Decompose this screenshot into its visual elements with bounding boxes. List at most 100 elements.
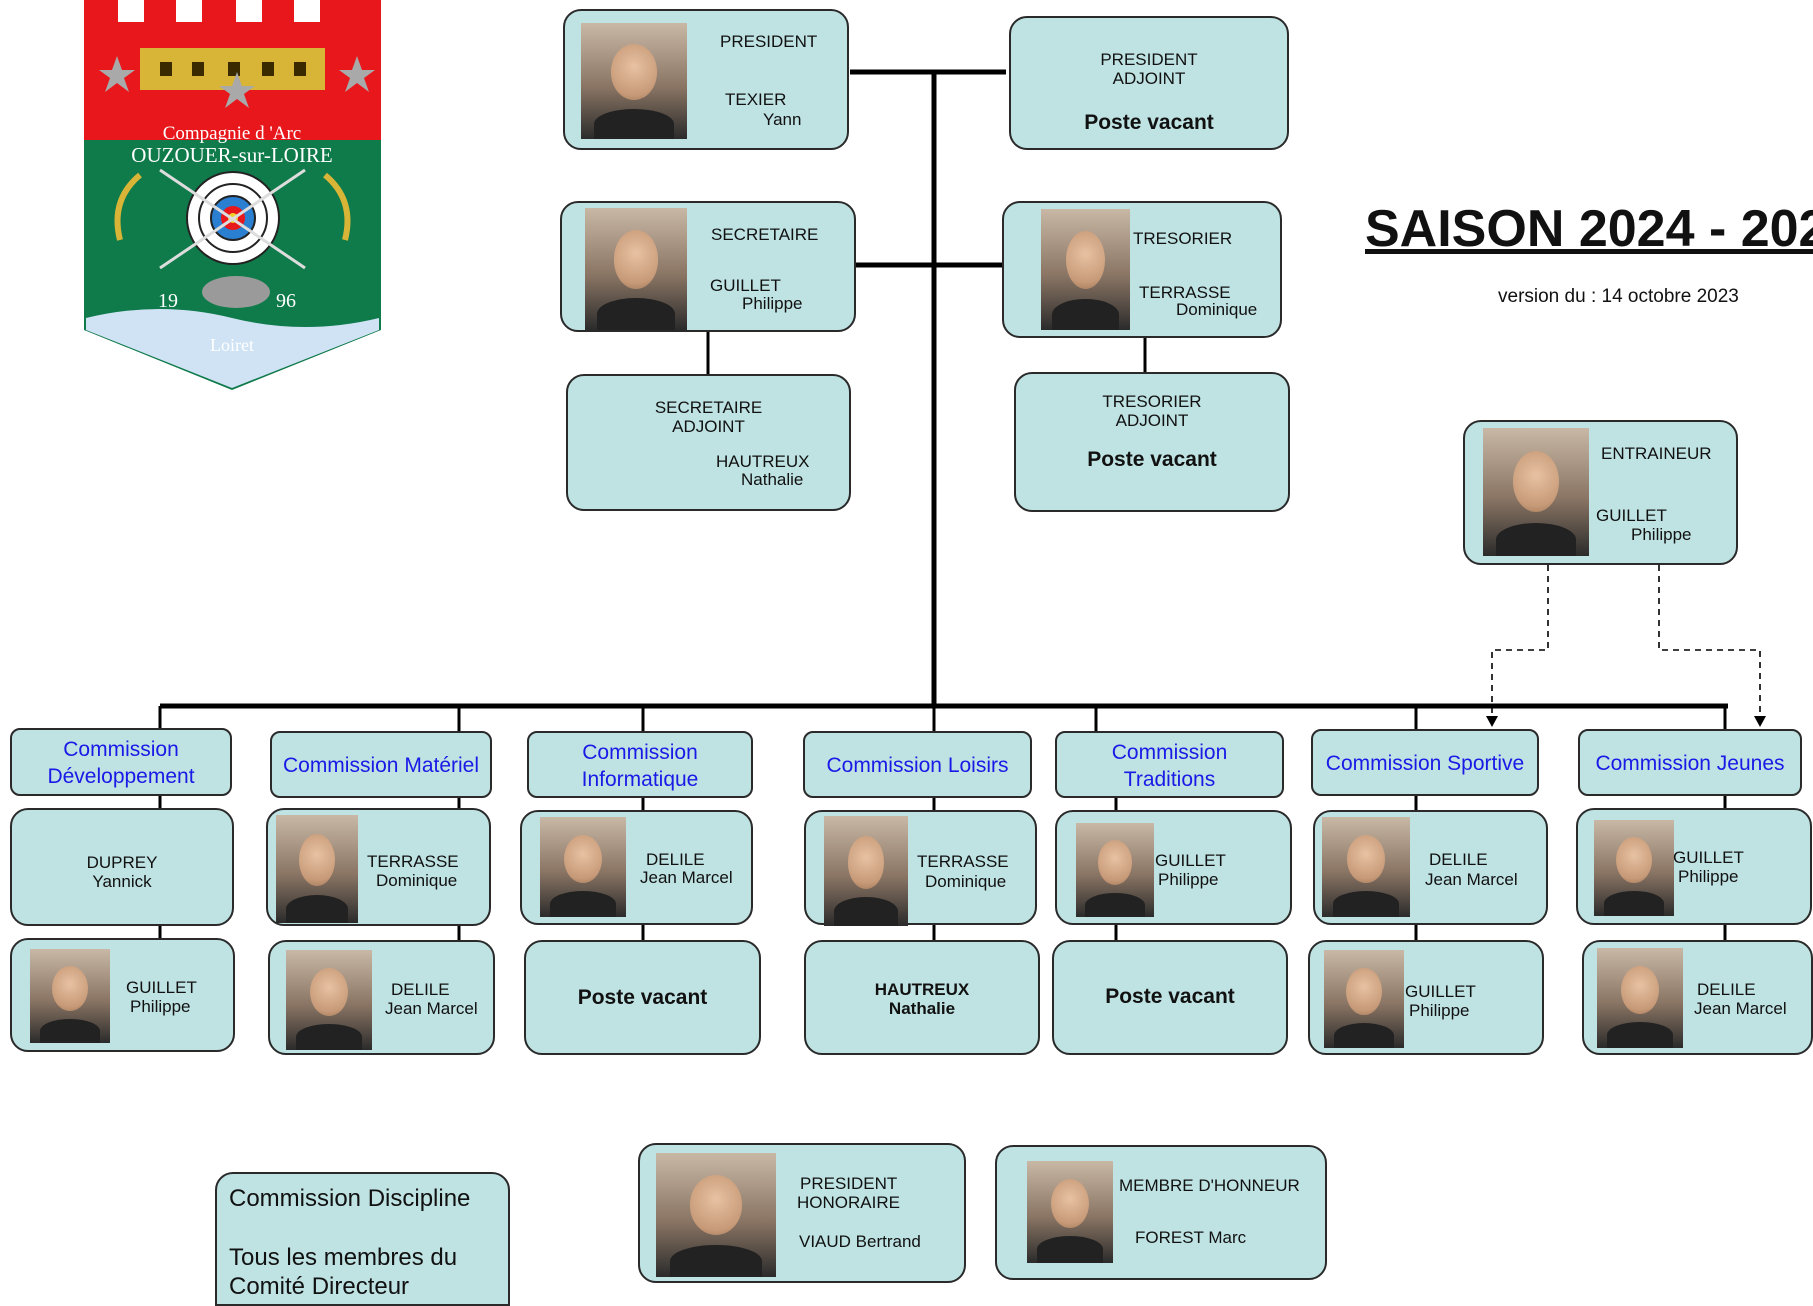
member-status: Poste vacant — [577, 986, 708, 1009]
entraineur-first-name: Philippe — [1631, 525, 1692, 544]
secretaire-adjoint-last-name: HAUTREUX — [716, 452, 810, 471]
tresorier-adjoint-role-line2: ADJOINT — [1115, 411, 1189, 430]
member-photo — [276, 815, 358, 923]
president-role: PRESIDENT — [720, 32, 818, 51]
secretaire-box: SECRETAIRE GUILLET Philippe — [560, 201, 856, 332]
member-photo — [30, 949, 110, 1043]
honoraire-role-line2: HONORAIRE — [797, 1193, 900, 1212]
member-card: DELILE Jean Marcel — [1313, 810, 1548, 925]
entraineur-last-name: GUILLET — [1596, 506, 1667, 525]
crest-year-left: 19 — [158, 290, 178, 312]
tresorier-first-name: Dominique — [1176, 300, 1258, 319]
member-first-name: Nathalie — [888, 999, 956, 1018]
secretaire-adjoint-first-name: Nathalie — [741, 470, 804, 489]
member-last-name: GUILLET — [1673, 848, 1744, 867]
member-card: Poste vacant — [1052, 940, 1288, 1055]
member-first-name: Jean Marcel — [640, 868, 733, 887]
member-card: DELILE Jean Marcel — [268, 940, 495, 1055]
season-title: SAISON 2024 - 202 — [1365, 200, 1813, 258]
commission-traditions-header: Commission Traditions — [1055, 731, 1284, 798]
president-first-name: Yann — [763, 110, 802, 129]
commission-title-line1: Commission — [1111, 741, 1228, 764]
member-first-name: Jean Marcel — [1694, 999, 1787, 1018]
member-photo — [1076, 823, 1154, 917]
member-card: GUILLET Philippe — [10, 938, 235, 1052]
president-honoraire-box: PRESIDENT HONORAIRE VIAUD Bertrand — [638, 1143, 966, 1283]
member-first-name: Dominique — [925, 872, 1007, 891]
president-adjoint-box: PRESIDENT ADJOINT Poste vacant — [1009, 16, 1289, 150]
commission-title-line2: Développement — [47, 765, 195, 788]
tresorier-adjoint-box: TRESORIER ADJOINT Poste vacant — [1014, 372, 1290, 512]
member-first-name: Yannick — [92, 872, 152, 891]
member-last-name: TERRASSE — [917, 852, 1009, 871]
secretaire-role: SECRETAIRE — [711, 225, 819, 244]
member-status: Poste vacant — [1105, 985, 1235, 1008]
member-first-name: Dominique — [376, 871, 458, 890]
member-card: GUILLET Philippe — [1055, 810, 1292, 925]
member-first-name: Jean Marcel — [1425, 870, 1518, 889]
member-card: GUILLET Philippe — [1576, 808, 1812, 925]
member-first-name: Philippe — [130, 997, 191, 1016]
member-photo — [1324, 950, 1404, 1048]
membre-honneur-photo — [1027, 1161, 1113, 1263]
president-photo — [581, 23, 687, 139]
discipline-text-line1: Tous les membres du — [229, 1244, 458, 1271]
tresorier-last-name: TERRASSE — [1139, 283, 1231, 302]
member-last-name: GUILLET — [1155, 851, 1226, 870]
member-card: DELILE Jean Marcel — [1582, 940, 1813, 1055]
version-date: version du : 14 octobre 2023 — [1498, 286, 1739, 307]
president-honoraire-photo — [656, 1153, 776, 1277]
discipline-title: Commission Discipline — [229, 1185, 471, 1212]
crest-name-line1: Compagnie d 'Arc — [163, 123, 302, 144]
tresorier-box: TRESORIER TERRASSE Dominique — [1002, 201, 1282, 338]
member-photo — [824, 816, 908, 926]
member-photo — [1597, 948, 1683, 1048]
commission-title-line2: Informatique — [581, 768, 699, 791]
president-box: PRESIDENT TEXIER Yann — [563, 9, 849, 150]
honneur-name: FOREST Marc — [1135, 1228, 1247, 1247]
commission-title: Commission Sportive — [1325, 752, 1525, 775]
commission-jeunes-header: Commission Jeunes — [1578, 729, 1802, 796]
commission-title-line1: Commission — [582, 741, 698, 764]
member-last-name: DUPREY — [86, 853, 158, 872]
member-last-name: DELILE — [391, 980, 450, 999]
secretaire-adjoint-role-line1: SECRETAIRE — [654, 398, 763, 417]
commission-developpement-header: Commission Développement — [10, 728, 232, 796]
crest-region: Loiret — [210, 335, 254, 355]
member-photo — [540, 817, 626, 917]
commission-materiel-header: Commission Matériel — [270, 731, 492, 798]
commission-title-line1: Commission — [63, 738, 179, 761]
entraineur-box: ENTRAINEUR GUILLET Philippe — [1463, 420, 1738, 565]
crest-year-right: 96 — [276, 290, 296, 312]
secretaire-last-name: GUILLET — [710, 276, 781, 295]
member-card: TERRASSE Dominique — [266, 808, 491, 926]
secretaire-first-name: Philippe — [742, 294, 803, 313]
commission-loisirs-header: Commission Loisirs — [803, 731, 1032, 798]
member-photo — [286, 950, 372, 1050]
member-photo — [1594, 820, 1674, 916]
president-last-name: TEXIER — [725, 90, 787, 109]
discipline-text-line2: Comité Directeur — [229, 1273, 410, 1300]
member-last-name: GUILLET — [126, 978, 197, 997]
member-card: GUILLET Philippe — [1308, 940, 1544, 1055]
secretaire-photo — [585, 208, 687, 330]
commission-title: Commission Loisirs — [826, 754, 1009, 777]
commission-title: Commission Jeunes — [1595, 752, 1785, 775]
commission-title-line2: Traditions — [1123, 768, 1216, 791]
member-card: Poste vacant — [524, 940, 761, 1055]
commission-title: Commission Matériel — [282, 754, 480, 777]
member-card: HAUTREUX Nathalie — [804, 940, 1040, 1055]
member-card: DELILE Jean Marcel — [520, 810, 753, 925]
president-adjoint-status: Poste vacant — [1084, 111, 1214, 134]
commission-sportive-header: Commission Sportive — [1311, 729, 1539, 796]
president-adjoint-role-line2: ADJOINT — [1112, 69, 1186, 88]
entraineur-role: ENTRAINEUR — [1601, 444, 1712, 463]
secretaire-adjoint-box: SECRETAIRE ADJOINT HAUTREUX Nathalie — [566, 374, 851, 511]
tresorier-adjoint-role-line1: TRESORIER — [1102, 392, 1202, 411]
president-adjoint-role-line1: PRESIDENT — [1100, 50, 1198, 69]
member-last-name: DELILE — [1697, 980, 1756, 999]
member-last-name: TERRASSE — [367, 852, 459, 871]
member-first-name: Philippe — [1678, 867, 1739, 886]
member-last-name: GUILLET — [1405, 982, 1476, 1001]
